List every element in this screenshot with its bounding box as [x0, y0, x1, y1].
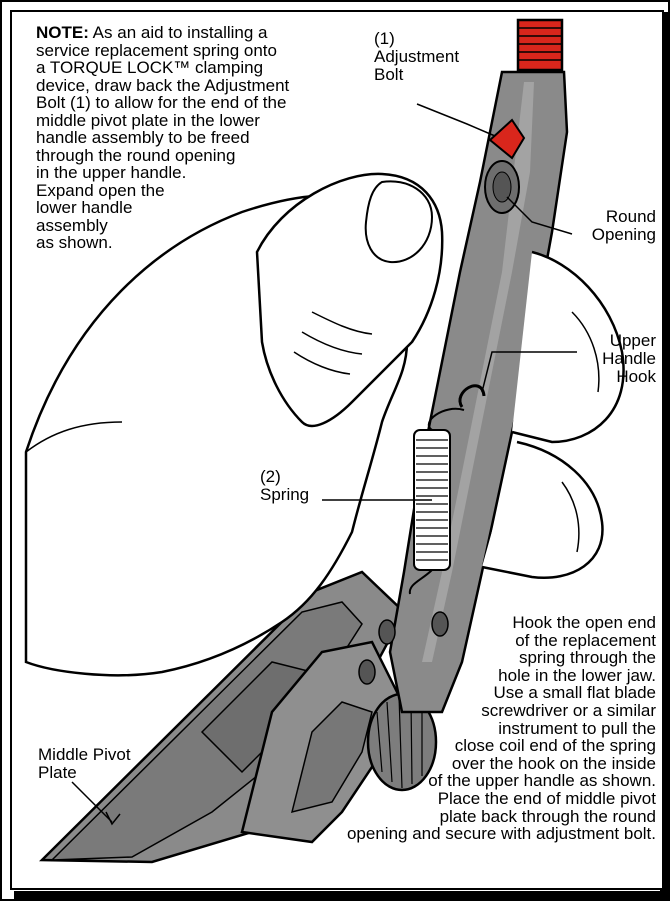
instructions-text: Hook the open end of the replacement spr…	[346, 613, 656, 844]
note-heading: NOTE:	[36, 23, 89, 42]
upper-handle-hook-label: Upper Handle Hook	[602, 331, 656, 386]
adjustment-bolt-label: (1) Adjustment Bolt	[374, 29, 460, 84]
hand	[24, 172, 625, 677]
illustration-panel: NOTE: As an aid to installing a service …	[10, 10, 664, 890]
note-text: NOTE: As an aid to installing a service …	[36, 24, 346, 252]
middle-pivot-plate-label: Middle Pivot Plate	[38, 745, 131, 782]
spring-label: (2) Spring	[260, 467, 310, 504]
note-body: As an aid to installing a service replac…	[36, 23, 290, 252]
leader-lines	[71, 103, 577, 826]
adjustment-bolt	[488, 18, 564, 160]
clamp-illustration	[24, 18, 625, 864]
round-opening-label: Round Opening	[591, 207, 656, 244]
